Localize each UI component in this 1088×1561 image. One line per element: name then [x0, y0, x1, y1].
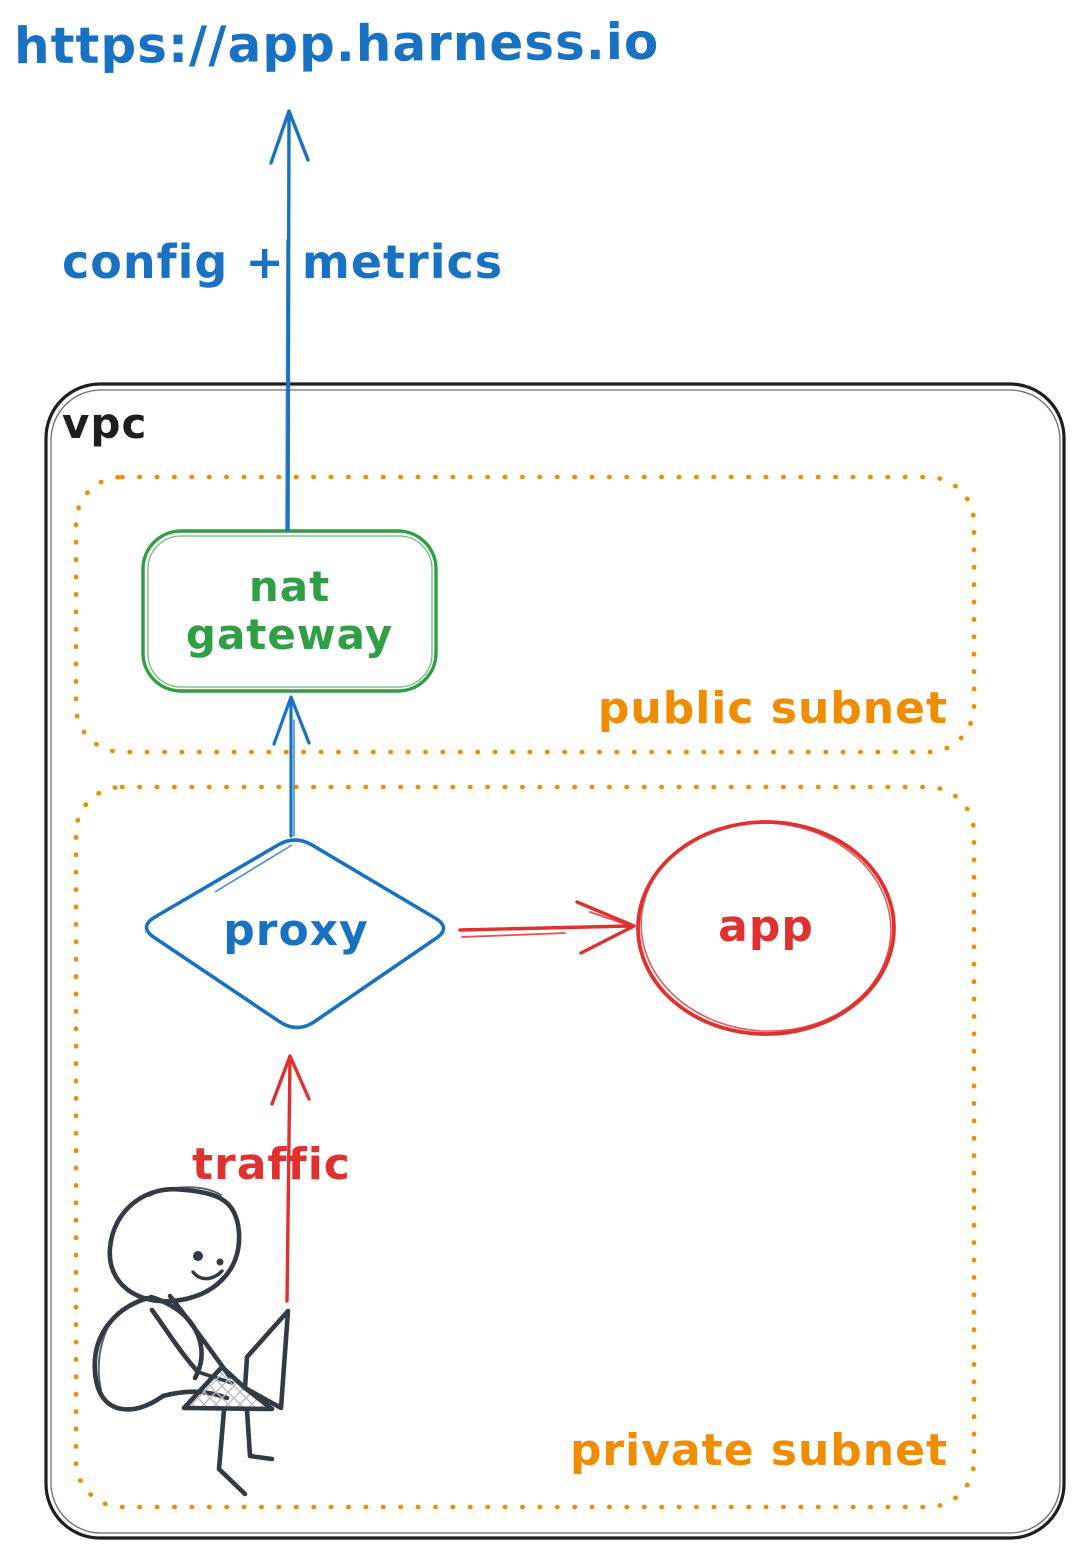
app-circle	[636, 820, 896, 1036]
nat-gateway-label: nat gateway	[143, 531, 436, 691]
proxy-to-app-arrow	[458, 900, 636, 955]
config-metrics-arrow	[269, 109, 310, 532]
url-label: https://app.harness.io	[13, 12, 660, 76]
vpc-box	[44, 382, 1066, 1540]
private-subnet-label: private subnet	[569, 1425, 948, 1476]
config-metrics-label: config + metrics	[62, 235, 504, 289]
person-with-laptop-icon	[92, 1186, 291, 1497]
nat-gateway-label-line1: nat	[248, 561, 331, 611]
public-subnet-label: public subnet	[597, 683, 948, 734]
nat-gateway-label-line2: gateway	[185, 610, 394, 659]
proxy-diamond	[144, 838, 446, 1030]
proxy-label: proxy	[223, 905, 369, 956]
traffic-arrow	[270, 1054, 311, 1303]
traffic-label: traffic	[192, 1139, 351, 1190]
nat-gateway-box	[141, 529, 438, 693]
app-label: app	[718, 901, 814, 952]
proxy-to-nat-arrow	[272, 695, 311, 838]
vpc-label: vpc	[62, 399, 148, 448]
